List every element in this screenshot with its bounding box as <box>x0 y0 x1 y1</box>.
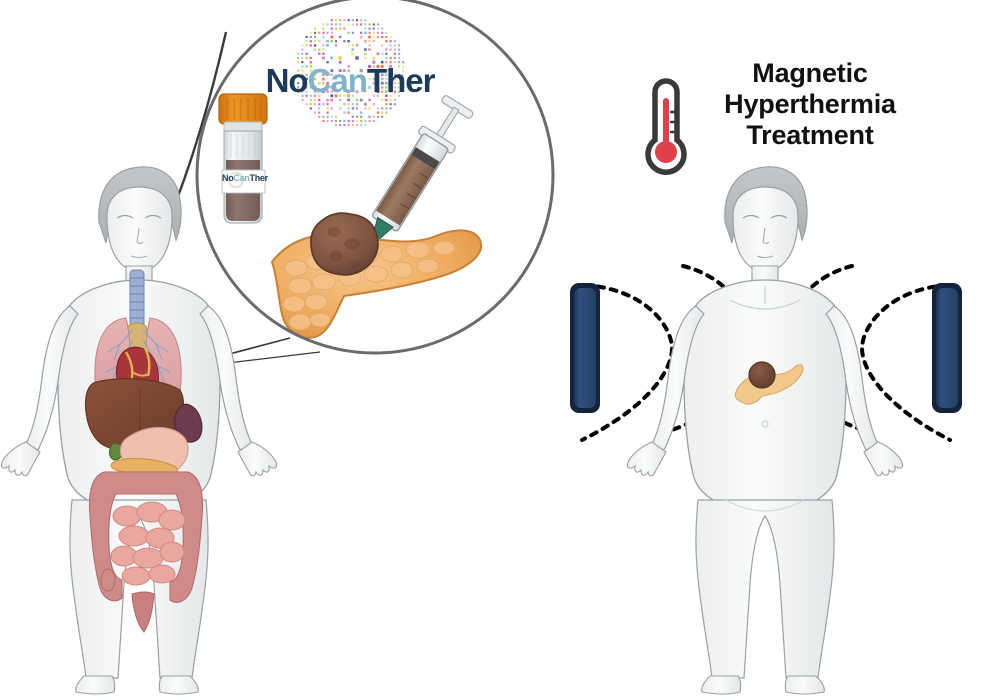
nanoparticle-vial <box>218 93 268 224</box>
head-right <box>732 186 799 273</box>
right-hand <box>237 441 278 477</box>
nocanther-logo: NoCanTher <box>250 24 450 114</box>
right-treatment-figure <box>570 166 962 695</box>
organ-group <box>84 269 204 633</box>
logo-part-no: No <box>265 62 309 99</box>
right-hand-right-fig <box>863 441 904 477</box>
left-hand <box>0 441 41 477</box>
thermometer-icon <box>645 78 687 175</box>
left-patient-figure <box>0 166 278 695</box>
organ-trachea <box>129 269 145 329</box>
magnetic-coil-left <box>570 283 600 413</box>
pancreas-small <box>734 361 804 405</box>
field-arc-right-outer <box>859 283 952 442</box>
legs-right <box>695 499 835 679</box>
magnetic-coil-right <box>932 283 962 413</box>
syringe <box>348 95 474 281</box>
vial-label: NoCanTher <box>222 173 269 183</box>
title-line-1: Magnetic <box>752 58 868 88</box>
vial-label-ther: Ther <box>249 173 269 183</box>
logo-part-can: Can <box>307 62 368 99</box>
left-hand-right-fig <box>626 441 667 477</box>
magnetic-hyperthermia-title: Magnetic Hyperthermia Treatment <box>690 58 930 150</box>
organ-small-intestine <box>110 501 186 586</box>
title-line-3: Treatment <box>746 119 874 150</box>
tumour-small <box>748 361 776 389</box>
field-arc-left-outer <box>580 283 675 442</box>
head <box>106 186 173 273</box>
vial-label-no: No <box>222 173 234 183</box>
logo-part-ther: Ther <box>366 62 436 99</box>
organ-rectum <box>131 591 155 633</box>
magnifier-lens <box>195 0 555 355</box>
vial-label-can: Can <box>233 173 250 183</box>
pancreas-with-tumour <box>270 212 483 339</box>
nocanther-logo-sphere <box>297 19 405 127</box>
title-line-2: Hyperthermia <box>724 88 896 119</box>
organ-large-intestine <box>88 471 204 603</box>
